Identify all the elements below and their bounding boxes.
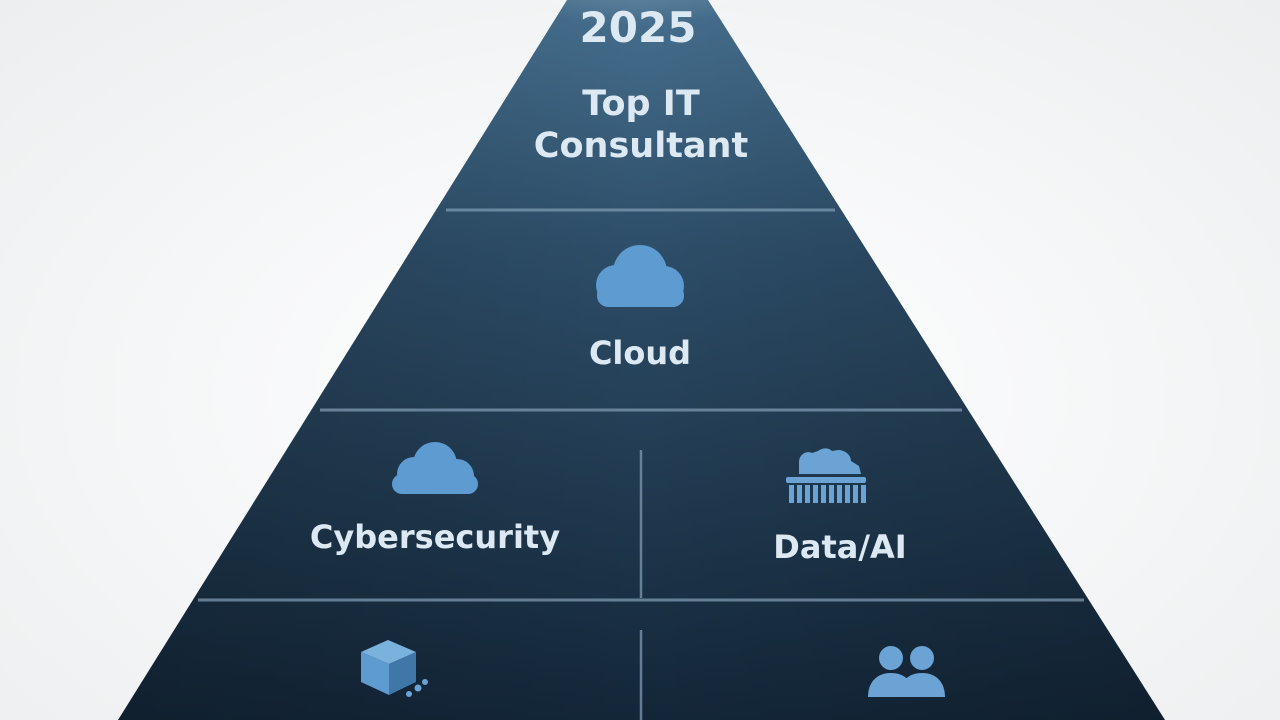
apex-title-line-2: Consultant — [534, 126, 748, 166]
cybersecurity-label: Cybersecurity — [310, 518, 560, 556]
data-ai-label: Data/AI — [773, 528, 906, 566]
tier-cloud: Cloud — [589, 245, 691, 372]
tier-3: Cybersecurity Data/AI — [310, 442, 907, 566]
pyramid-shading — [118, 0, 1165, 720]
tier-apex: 2025 Top IT Consultant — [534, 3, 748, 166]
cloud-icon — [596, 245, 684, 307]
year-label: 2025 — [580, 3, 697, 52]
apex-title-line-1: Top IT — [582, 84, 700, 124]
cloud-label: Cloud — [589, 334, 691, 372]
tier-dividers — [198, 208, 1084, 720]
apex-glow — [468, 0, 808, 90]
tier-4 — [361, 640, 945, 697]
users-icon — [868, 646, 945, 697]
cloud-icon — [392, 442, 478, 494]
package-icon — [361, 640, 428, 697]
data-ai-icon — [786, 448, 866, 503]
